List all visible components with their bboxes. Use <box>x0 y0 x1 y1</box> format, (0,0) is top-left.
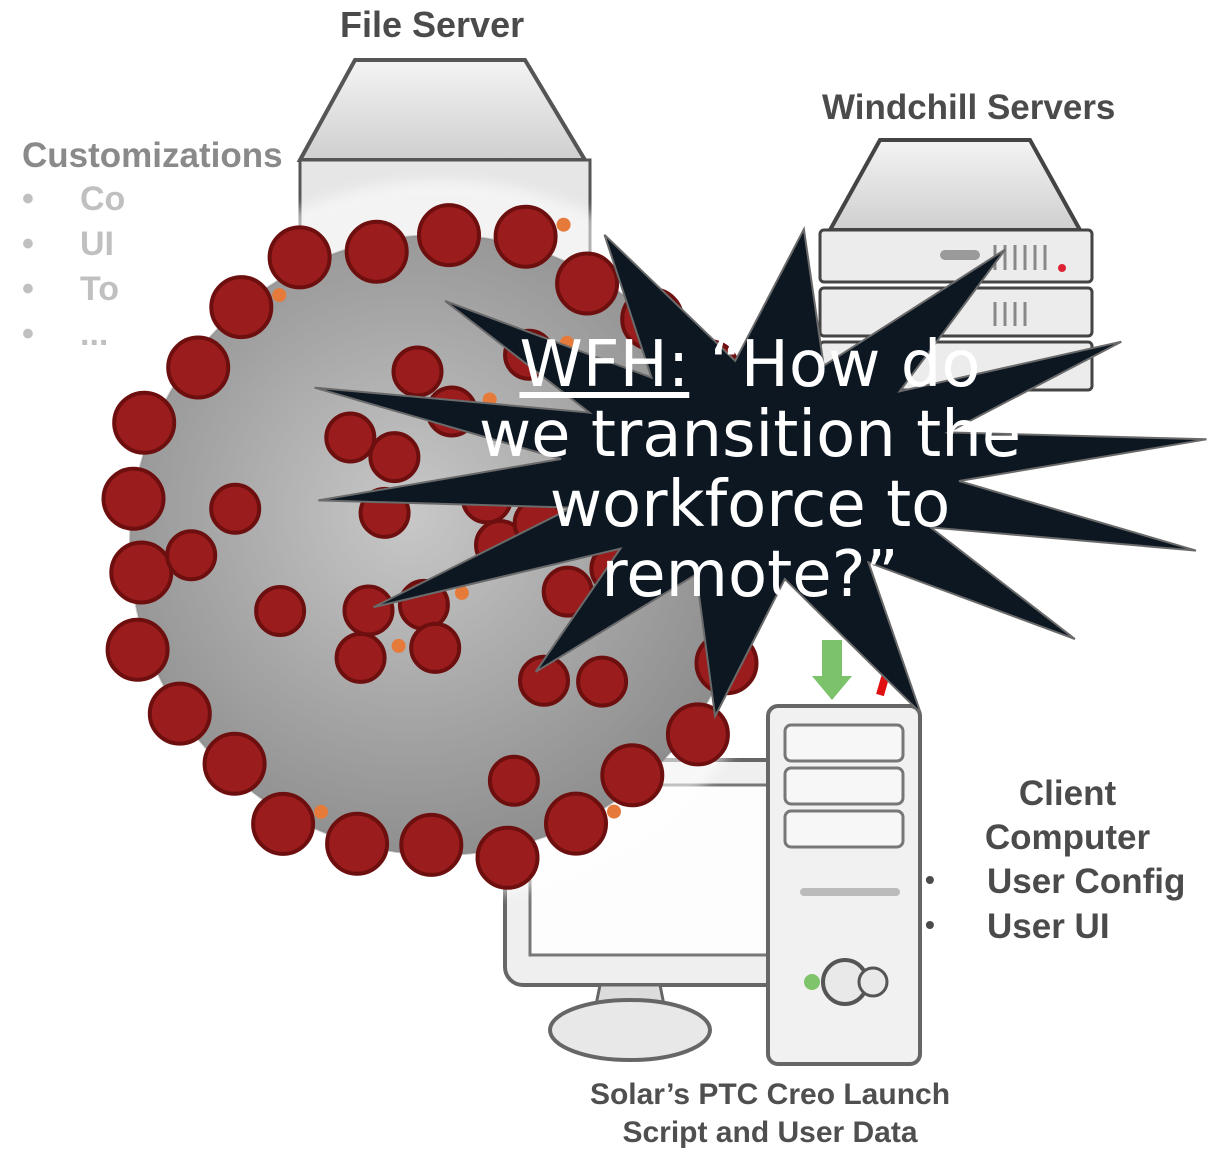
bullet: • <box>22 315 34 353</box>
customizations-title: Customizations <box>22 136 283 175</box>
list-item-text: User UI <box>987 907 1110 946</box>
virus-spike <box>101 466 166 531</box>
bullet: • <box>925 864 935 895</box>
virus-spike <box>147 681 212 746</box>
caption: Solar’s PTC Creo Launch Script and User … <box>589 1078 951 1149</box>
bullet: • <box>22 270 34 308</box>
virus-dot <box>454 585 469 600</box>
list-item-text: To <box>80 270 120 308</box>
list-item-text: Co <box>80 180 126 218</box>
virus-spike <box>475 825 540 890</box>
virus-spike <box>665 702 730 767</box>
virus-spike <box>254 585 307 637</box>
virus-spike <box>209 482 262 535</box>
virus-dot <box>314 804 329 819</box>
virus-spike <box>251 791 316 856</box>
virus-spike <box>544 791 608 856</box>
virus-spike <box>202 731 267 796</box>
virus-spike <box>324 411 377 464</box>
virus-spike <box>409 621 462 674</box>
virus-spike <box>209 275 274 340</box>
virus-spike <box>112 390 177 455</box>
virus-spike <box>105 617 170 682</box>
callout-question: “How do we transition the workforce to r… <box>478 328 1022 612</box>
virus-spike <box>518 654 570 707</box>
virus-dot <box>272 288 287 303</box>
virus-spike <box>166 335 231 400</box>
bullet: • <box>22 225 34 263</box>
virus-spike <box>391 345 444 398</box>
virus-dot <box>607 804 621 819</box>
virus-spike <box>334 631 387 684</box>
virus-spike <box>600 743 665 808</box>
client-computer-title: Client Computer <box>984 774 1151 857</box>
virus-spike <box>417 203 481 268</box>
callout-lead: WFH: <box>519 328 690 402</box>
virus-spike <box>576 655 629 708</box>
virus-spike <box>493 204 558 269</box>
virus-spike <box>555 251 620 316</box>
virus-dot <box>556 217 571 232</box>
bullet: • <box>22 180 34 218</box>
list-item-text: UI <box>80 225 114 263</box>
virus-spike <box>399 812 464 877</box>
virus-spike <box>165 529 218 582</box>
list-item-text: User Config <box>987 862 1186 901</box>
list-item-text: ... <box>80 315 109 353</box>
virus-spike <box>368 431 421 484</box>
virus-spike <box>344 219 409 284</box>
bullet: • <box>925 909 935 940</box>
virus-spike <box>487 754 540 807</box>
windchill-servers-title: Windchill Servers <box>822 88 1116 127</box>
virus-dot <box>391 638 406 653</box>
virus-spike <box>267 225 332 290</box>
virus-spike <box>325 811 390 876</box>
virus-spike <box>109 540 174 605</box>
callout-text: WFH: “How do we transition the workforce… <box>470 330 1030 610</box>
file-server-title: File Server <box>340 4 525 45</box>
